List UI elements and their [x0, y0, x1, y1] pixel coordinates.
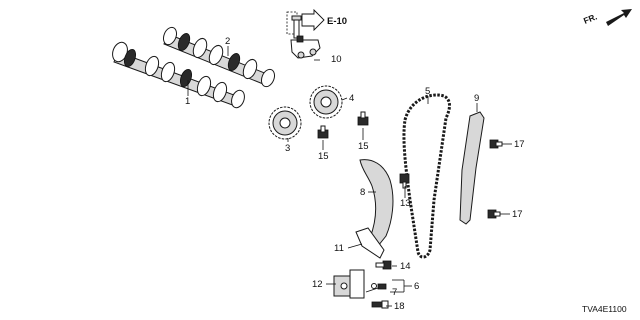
- callout-6: 6: [414, 281, 419, 292]
- callout-15-lower: 15: [318, 151, 329, 162]
- reference-label: E-10: [327, 16, 347, 27]
- part-17-bolt-upper: [489, 139, 503, 149]
- callout-4: 4: [349, 93, 354, 104]
- part-17-bolt-lower: [487, 209, 501, 219]
- callout-2: 2: [225, 36, 230, 47]
- callout-14: 14: [400, 261, 411, 272]
- svg-text:FR.: FR.: [582, 11, 598, 25]
- part-15-bolt-lower: [317, 125, 329, 139]
- part-10-bracket-bolt: [290, 15, 321, 59]
- front-direction-arrow-icon: FR.: [582, 9, 632, 26]
- callout-13: 13: [400, 198, 411, 209]
- callout-8: 8: [360, 187, 365, 198]
- part-1-camshaft: [112, 41, 245, 109]
- callout-5: 5: [425, 86, 430, 97]
- part-6-7-tensioner-pin: [371, 283, 387, 290]
- callout-10: 10: [331, 54, 342, 65]
- part-4-cam-sprocket: [309, 85, 343, 119]
- part-15-bolt-upper: [357, 111, 369, 126]
- callout-17-upper: 17: [514, 139, 525, 150]
- callout-7: 7: [392, 287, 397, 298]
- callout-12: 12: [312, 279, 323, 290]
- leader-lines: [187, 46, 512, 307]
- callout-1: 1: [185, 96, 190, 107]
- part-14-bolt: [375, 260, 392, 270]
- callout-9: 9: [474, 93, 479, 104]
- part-9-chain-guide: [459, 111, 485, 225]
- part-2-camshaft: [162, 26, 276, 88]
- drawing-code: TVA4E1100: [582, 304, 627, 314]
- part-13-bolt: [399, 173, 410, 189]
- part-18-bolt: [371, 300, 389, 309]
- callout-18: 18: [394, 301, 405, 312]
- callout-17-lower: 17: [512, 209, 523, 220]
- part-11-tensioner-lever: [355, 227, 385, 259]
- reference-arrow-e10: E-10: [286, 8, 347, 35]
- part-3-cam-sprocket: [268, 106, 302, 140]
- callout-11: 11: [334, 243, 344, 254]
- callout-15-upper: 15: [358, 141, 369, 152]
- part-12-tensioner: [333, 269, 365, 299]
- callout-3: 3: [285, 143, 290, 154]
- part-5-timing-chain: [402, 93, 451, 259]
